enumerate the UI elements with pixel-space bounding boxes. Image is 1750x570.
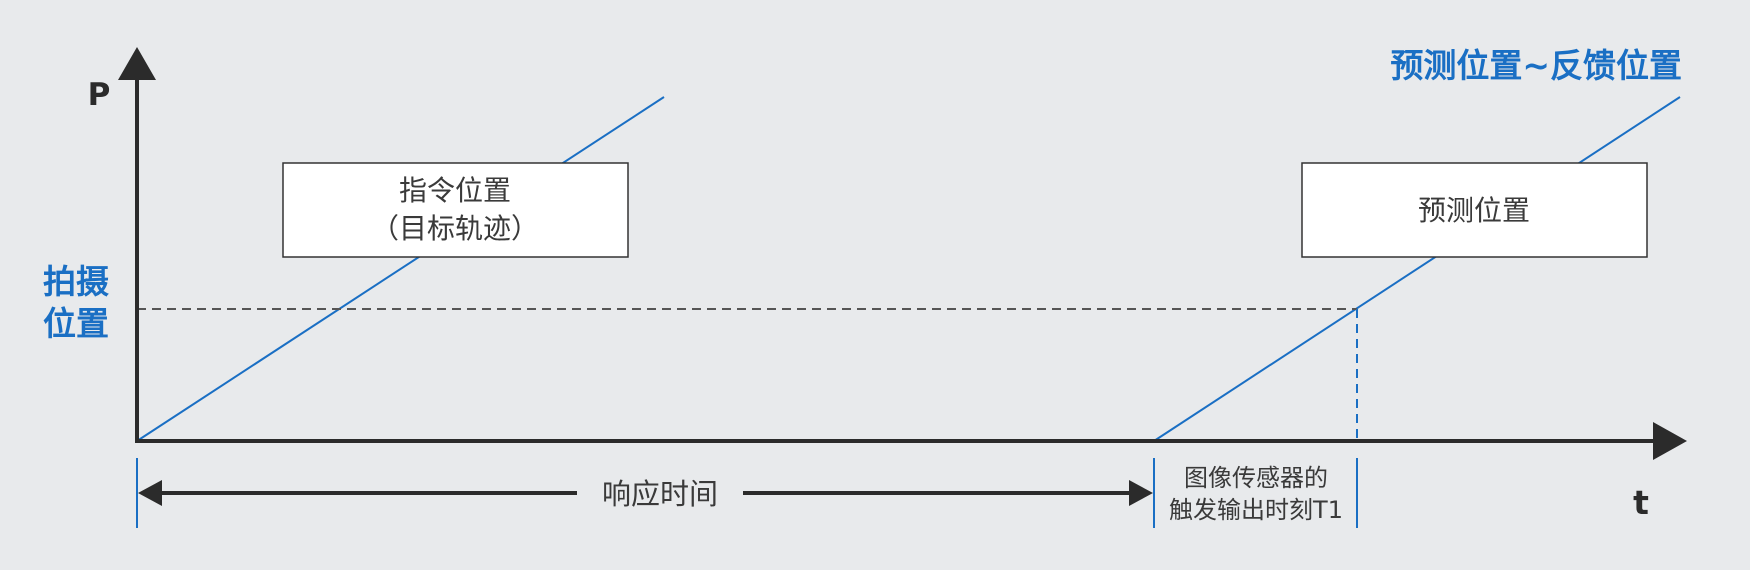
response-time-label: 响应时间 (602, 477, 718, 511)
arrow-left-icon (138, 480, 162, 506)
predicted-equals-feedback-title: 预测位置~反馈位置 (1390, 46, 1682, 85)
arrow-right-icon (1129, 480, 1153, 506)
predicted-trajectory-line (1153, 96, 1681, 442)
command-trajectory-line (136, 96, 665, 442)
predicted-position-label: 预测位置 (1418, 194, 1530, 227)
capture-position-label-line2: 位置 (43, 304, 109, 343)
x-axis-label: t (1633, 483, 1649, 522)
capture-position-label-line1: 拍摄 (43, 262, 109, 301)
sensor-trigger-label-line2: 触发输出时刻T1 (1169, 496, 1343, 524)
command-position-label: 指令位置 (399, 174, 511, 207)
sensor-trigger-label-line1: 图像传感器的 (1184, 464, 1328, 492)
predicted-position-box: 预测位置 (1301, 162, 1648, 258)
y-axis-arrow-icon (118, 47, 156, 80)
x-axis-arrow-icon (1653, 422, 1687, 460)
target-trajectory-label: （目标轨迹） (371, 212, 539, 245)
y-axis-label: P (88, 77, 111, 113)
command-position-box: 指令位置 （目标轨迹） (282, 162, 629, 258)
